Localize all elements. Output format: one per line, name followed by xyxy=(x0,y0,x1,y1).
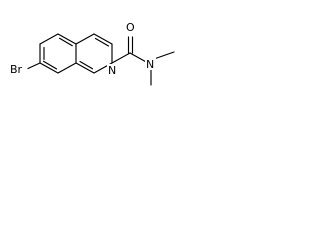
pyridine-double-bond-1 xyxy=(94,37,110,47)
atom-labels: Br N O N xyxy=(10,20,156,77)
ring-nitrogen-label-mask xyxy=(107,64,117,76)
benzo-ring-bond-6 xyxy=(39,33,59,45)
pyridine-ring-bond-5 xyxy=(75,62,95,74)
amide-oxygen-label-mask xyxy=(125,20,136,34)
benzo-ring-bond-4 xyxy=(39,62,59,74)
benzo-ring-bond-1 xyxy=(57,33,77,45)
amide-oxygen-atom-label: O xyxy=(126,21,135,34)
pyridine-double-bond-2 xyxy=(79,60,94,70)
bond-lines xyxy=(27,33,175,86)
ring-nitrogen-atom-label: N xyxy=(108,64,116,77)
benzo-double-bond-1 xyxy=(58,37,73,47)
bromine-bond xyxy=(27,62,41,70)
benzo-ring-bond-3 xyxy=(57,62,77,74)
carbonyl-carbon-bond xyxy=(111,52,131,64)
n-methyl-bond-upper xyxy=(153,51,175,60)
pyridine-ring-bond-2 xyxy=(93,33,113,45)
pyridine-ring-bond-1 xyxy=(75,33,95,45)
bromine-label-mask xyxy=(10,63,26,75)
chemical-structure: Br N O N xyxy=(10,20,175,86)
amide-nitrogen-atom-label: N xyxy=(146,58,154,71)
benzo-double-bond-2 xyxy=(42,60,58,70)
bromine-atom-label: Br xyxy=(10,63,23,76)
amide-nitrogen-label-mask xyxy=(145,57,156,70)
